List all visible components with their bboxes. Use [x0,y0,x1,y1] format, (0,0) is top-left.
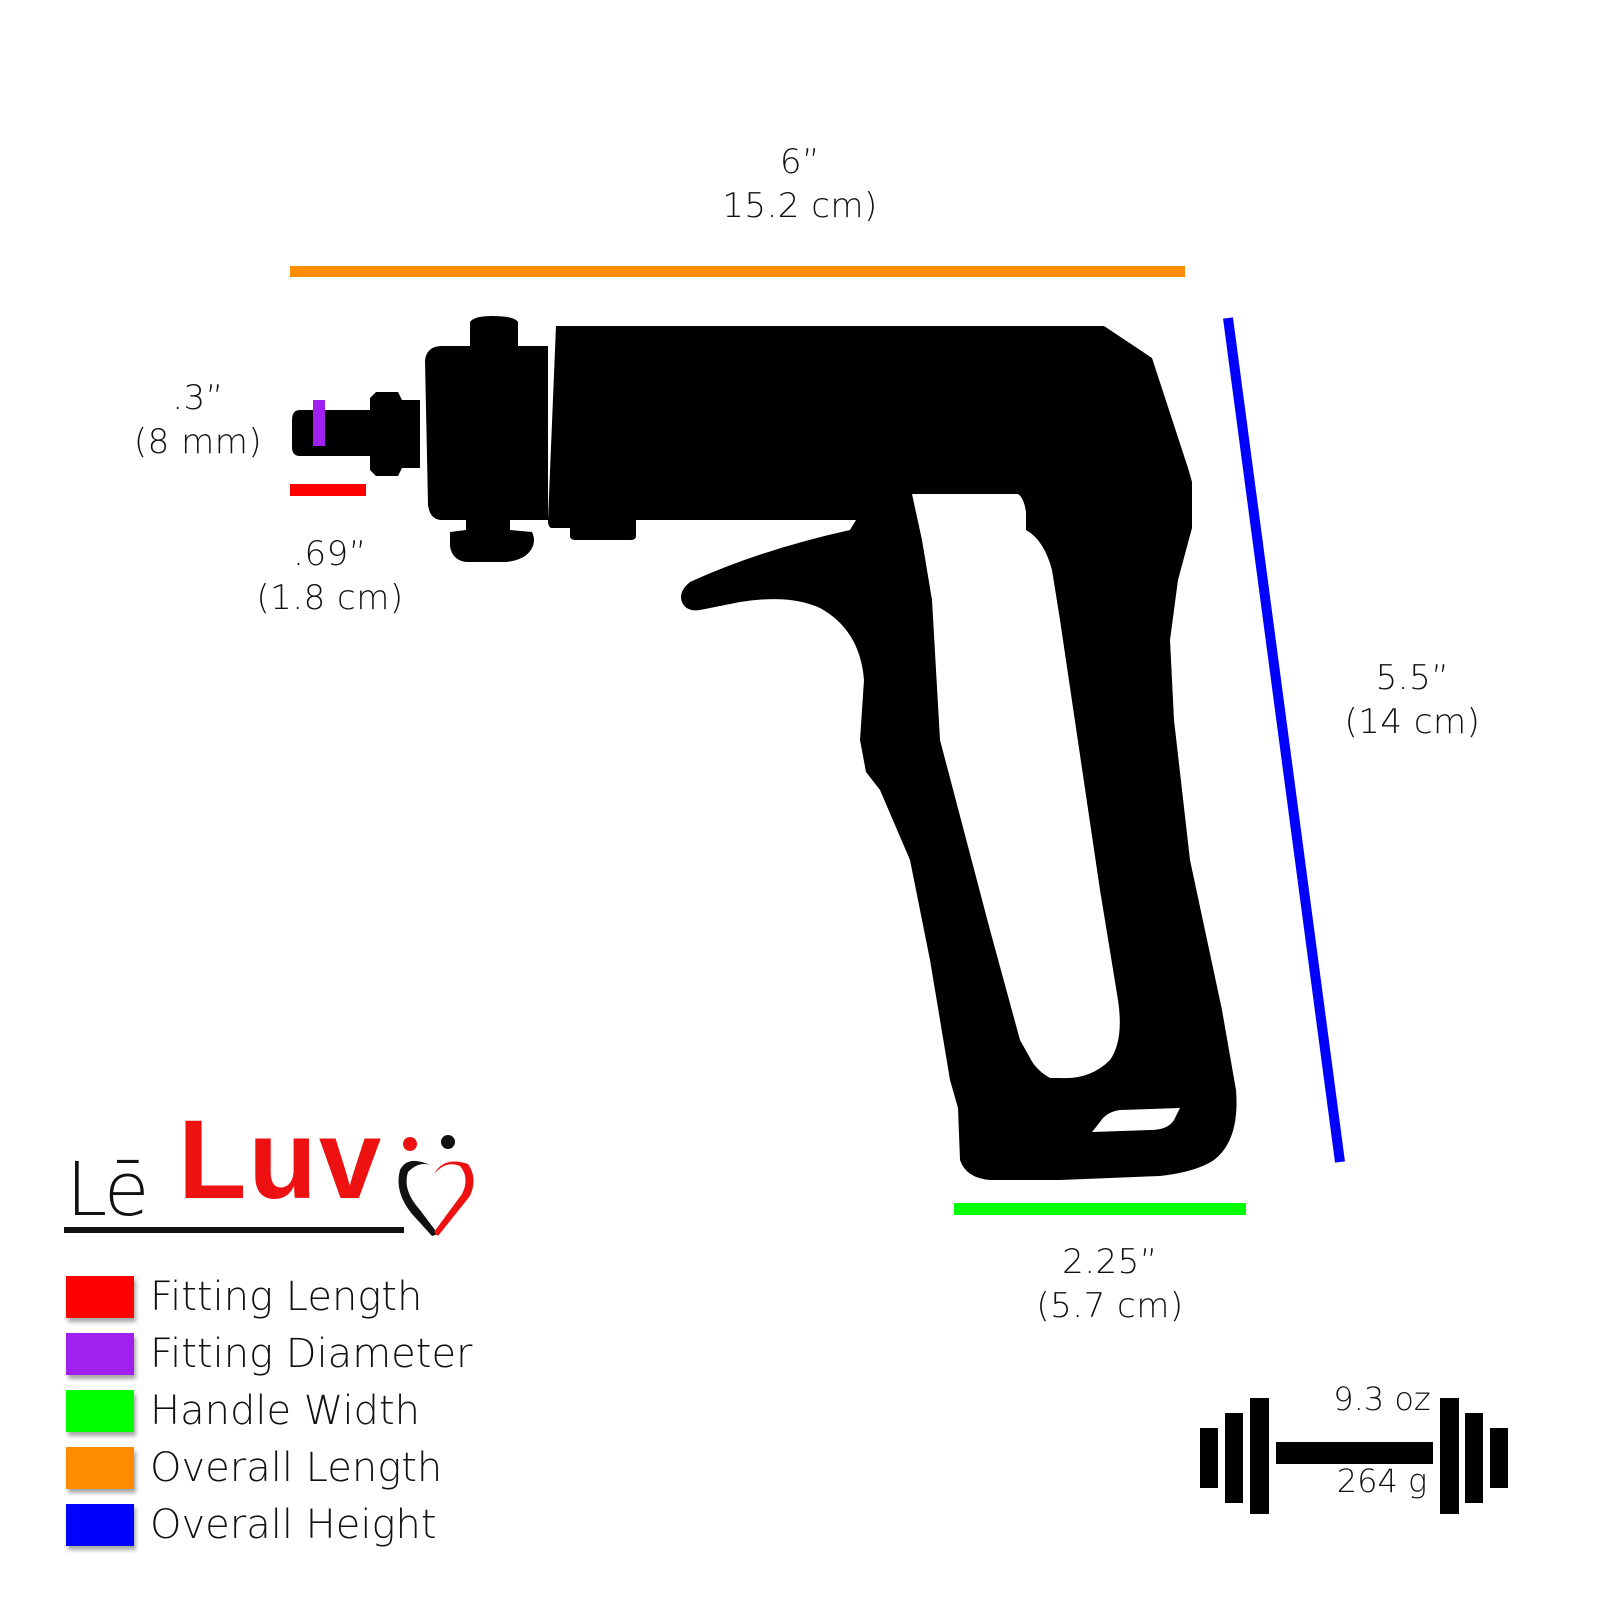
overall-height-imperial: 5.5” [1375,658,1450,698]
handle-width-label: 2.25” (5.7 cm) [1010,1240,1210,1328]
heart-couple-icon [398,1135,474,1236]
handle-width-bar [954,1203,1246,1215]
fitting-length-metric: (1.8 cm) [256,578,404,618]
legend-swatch-green [66,1389,134,1432]
fitting-diameter-bar [313,400,325,446]
legend-label: Overall Length [150,1444,443,1491]
overall-length-imperial: 6” [779,142,821,182]
legend-item-overall-height: Overall Height [66,1496,473,1553]
weight-imperial: 9.3 oz [1333,1380,1431,1418]
overall-height-label: 5.5” (14 cm) [1330,656,1495,744]
legend-label: Fitting Length [150,1273,423,1320]
weight-metric: 264 g [1336,1462,1428,1500]
legend-swatch-purple [66,1332,134,1375]
brand-prefix: Lē [66,1147,149,1233]
handle-width-metric: (5.7 cm) [1036,1286,1184,1326]
legend-swatch-orange [66,1446,134,1489]
legend-item-fitting-length: Fitting Length [66,1268,473,1325]
legend-label: Fitting Diameter [150,1330,473,1377]
legend-swatch-red [66,1275,134,1318]
overall-height-metric: (14 cm) [1344,702,1481,742]
legend-label: Handle Width [150,1387,420,1434]
overall-length-bar [290,266,1185,277]
legend-item-handle-width: Handle Width [66,1382,473,1439]
dumbbell-icon [1200,1398,1508,1514]
legend-item-fitting-diameter: Fitting Diameter [66,1325,473,1382]
handle-width-imperial: 2.25” [1062,1242,1158,1282]
legend-item-overall-length: Overall Length [66,1439,473,1496]
legend-label: Overall Height [150,1501,437,1548]
legend-swatch-blue [66,1503,134,1546]
fitting-diameter-label: .3” (8 mm) [118,376,278,464]
legend: Fitting Length Fitting Diameter Handle W… [66,1268,473,1553]
fitting-length-bar [290,484,366,496]
brand-underline [64,1227,404,1233]
overall-length-label: 6” 15.2 cm) [690,140,910,228]
fitting-diameter-metric: (8 mm) [133,422,263,462]
fitting-length-imperial: .69” [293,534,367,574]
weight-indicator: 9.3 oz 264 g [1200,1380,1536,1538]
overall-length-metric: 15.2 cm) [722,186,878,226]
brand-logo: Lē Luv [60,1085,480,1245]
fitting-diameter-imperial: .3” [172,378,224,418]
brand-name: Luv [178,1097,384,1222]
fitting-length-label: .69” (1.8 cm) [240,532,420,620]
